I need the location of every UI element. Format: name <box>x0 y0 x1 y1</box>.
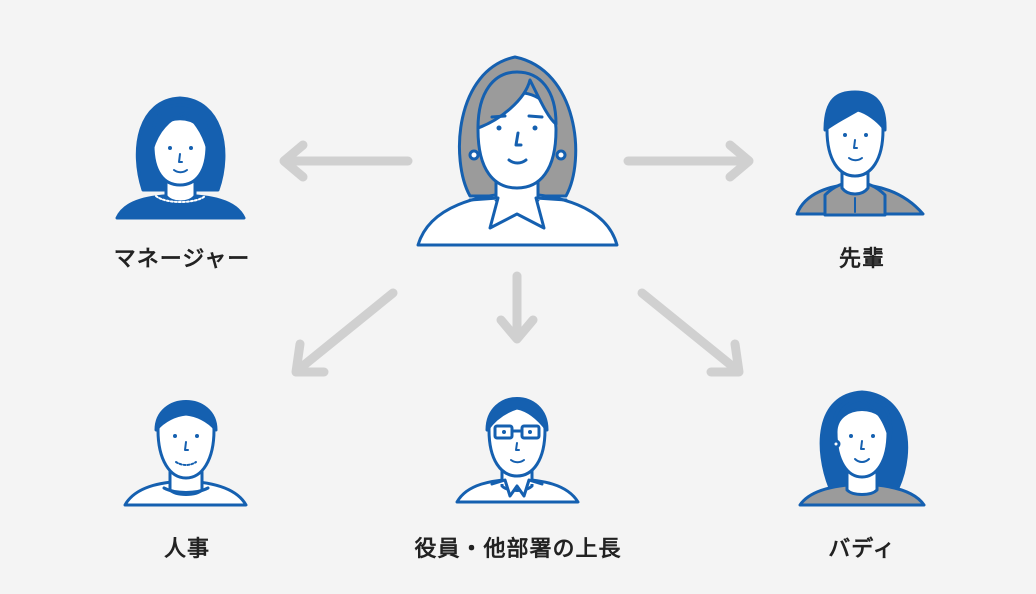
executives-avatar <box>455 397 580 504</box>
jinji-avatar <box>123 400 248 507</box>
buddy-avatar <box>798 390 926 507</box>
arrow-to-jinji <box>291 288 398 377</box>
arrow-to-manager <box>279 140 413 182</box>
arrow-to-buddy <box>637 288 744 377</box>
central-person-avatar <box>416 55 619 247</box>
label-jinji: 人事 <box>163 537 211 562</box>
manager-avatar <box>115 96 246 220</box>
arrow-to-executives <box>496 271 538 344</box>
senpai-avatar <box>795 90 925 217</box>
arrow-to-senpai <box>623 140 754 182</box>
label-buddy: バディ <box>828 537 896 562</box>
label-executives: 役員・他部署の上長 <box>414 537 622 562</box>
label-manager: マネージャー <box>113 247 251 272</box>
label-senpai: 先輩 <box>838 247 886 272</box>
